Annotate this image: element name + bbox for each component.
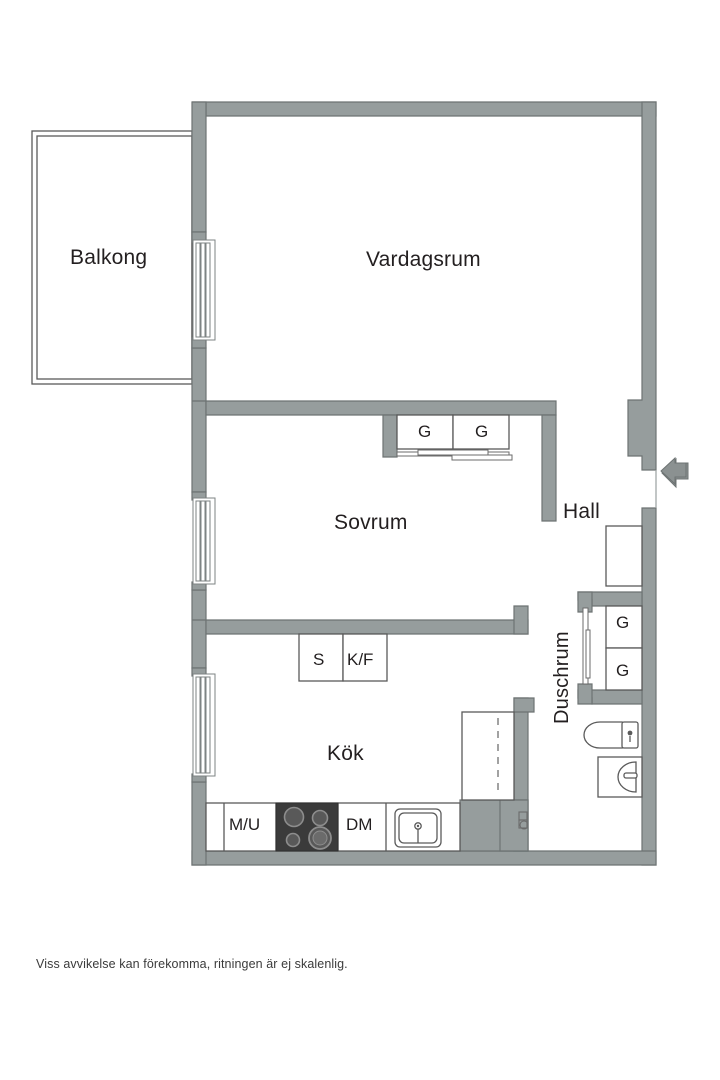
room-label-sovrum: Sovrum <box>334 511 408 534</box>
disclaimer-text: Viss avvikelse kan förekomma, ritningen … <box>36 957 348 971</box>
cabinet-label-kf: K/F <box>347 650 374 669</box>
stove-cooktop <box>275 802 339 852</box>
room-label-kok: Kök <box>327 742 364 765</box>
cabinet-label-g3: G <box>616 613 630 632</box>
cabinet-label-s: S <box>313 650 325 669</box>
wardrobe-group-living <box>396 414 513 461</box>
kitchen-tall-cabinet <box>461 711 515 801</box>
bedroom-window <box>191 491 216 591</box>
cabinet-label-dm: DM <box>346 815 373 834</box>
balcony-door-window <box>191 231 216 349</box>
cabinet-label-mu: M/U <box>229 815 261 834</box>
exterior-walls <box>191 101 657 866</box>
cabinet-label-g2: G <box>475 422 489 441</box>
balcony-outline <box>31 130 193 385</box>
hall-cabinet <box>605 525 643 587</box>
cabinet-label-g4: G <box>616 661 630 680</box>
room-label-duschrum: Duschrum <box>551 631 573 724</box>
toilet <box>583 721 639 749</box>
interior-walls <box>192 400 643 852</box>
room-label-balkong: Balkong <box>70 246 148 269</box>
wash-basin <box>597 756 643 798</box>
floor-fixture <box>518 811 529 830</box>
wardrobe-group-hall <box>582 605 643 691</box>
room-label-hall: Hall <box>563 500 600 523</box>
room-label-vardagsrum: Vardagsrum <box>366 248 481 271</box>
kitchen-upper-cabinets <box>298 633 388 682</box>
cabinet-label-g1: G <box>418 422 432 441</box>
entrance-door-arrow[interactable] <box>655 456 689 508</box>
kitchen-window <box>191 667 216 783</box>
kitchen-sink <box>394 808 442 848</box>
